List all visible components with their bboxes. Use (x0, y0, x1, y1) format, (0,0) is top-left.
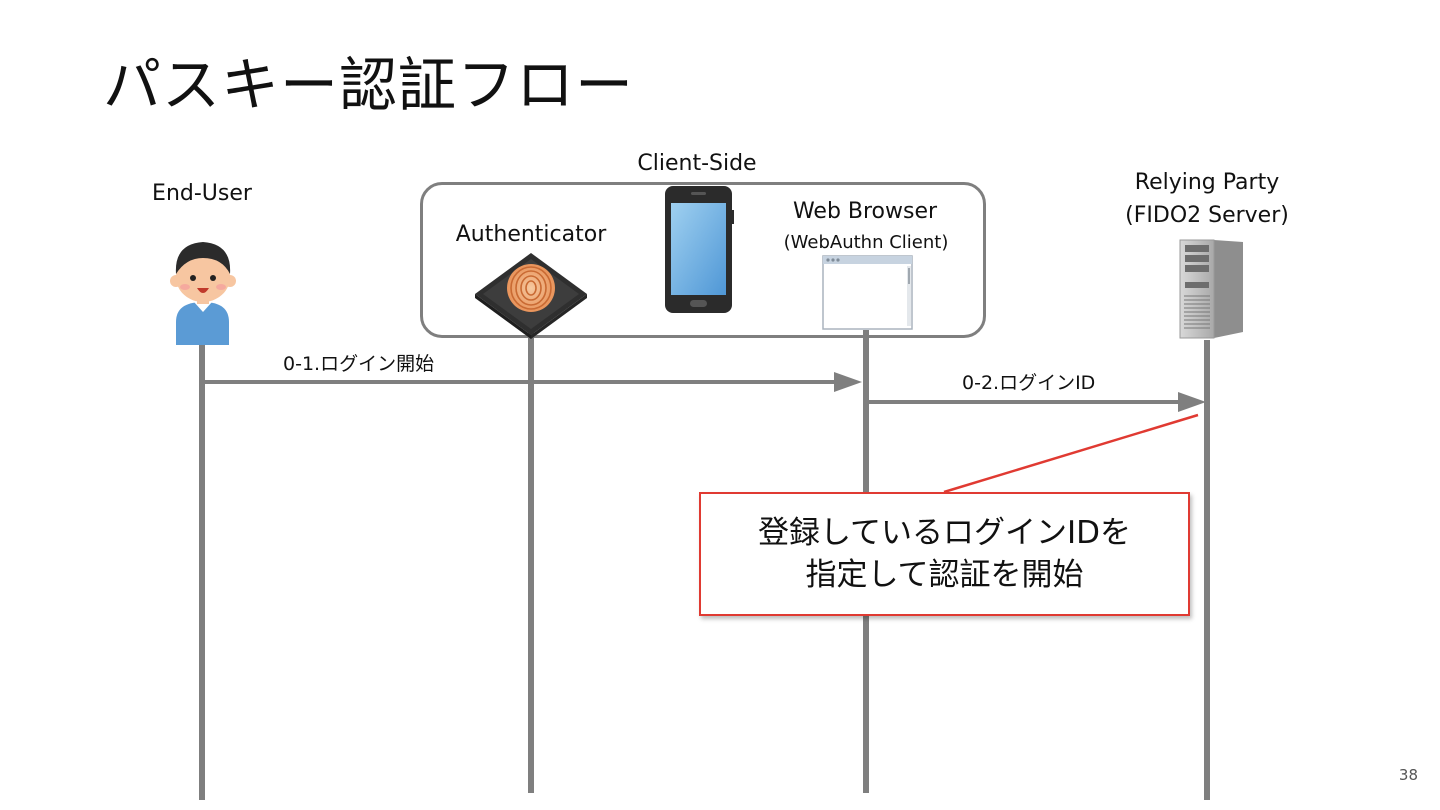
smartphone-icon (665, 186, 734, 313)
browser-window-icon (822, 255, 913, 330)
browser-sublabel: (WebAuthn Client) (783, 232, 949, 253)
message-label-login-start: 0-1.ログイン開始 (283, 353, 435, 375)
authenticator-label: Authenticator (455, 222, 607, 247)
message-label-login-id: 0-2.ログインID (962, 372, 1096, 394)
relying-party-sublabel: (FIDO2 Server) (1125, 203, 1289, 228)
callout-pointer (943, 413, 1199, 494)
callout-line-1: 登録しているログインIDを (757, 515, 1132, 551)
user-icon (170, 242, 236, 345)
message-arrow-login-start (202, 372, 862, 392)
chip-fingerprint-icon (475, 253, 587, 339)
callout-line-2: 指定して認証を開始 (805, 557, 1084, 593)
end-user-label: End-User (152, 181, 252, 206)
browser-label: Web Browser (792, 199, 938, 224)
server-icon (1179, 239, 1243, 339)
slide-title: パスキー認証フロー (103, 51, 635, 119)
relying-party-label: Relying Party (1134, 170, 1280, 195)
client-side-group (420, 182, 986, 338)
client-side-label: Client-Side (637, 151, 757, 176)
message-arrow-login-id (866, 392, 1206, 412)
page-number: 38 (1398, 766, 1418, 784)
callout-box: 登録しているログインIDを 指定して認証を開始 (699, 492, 1190, 616)
